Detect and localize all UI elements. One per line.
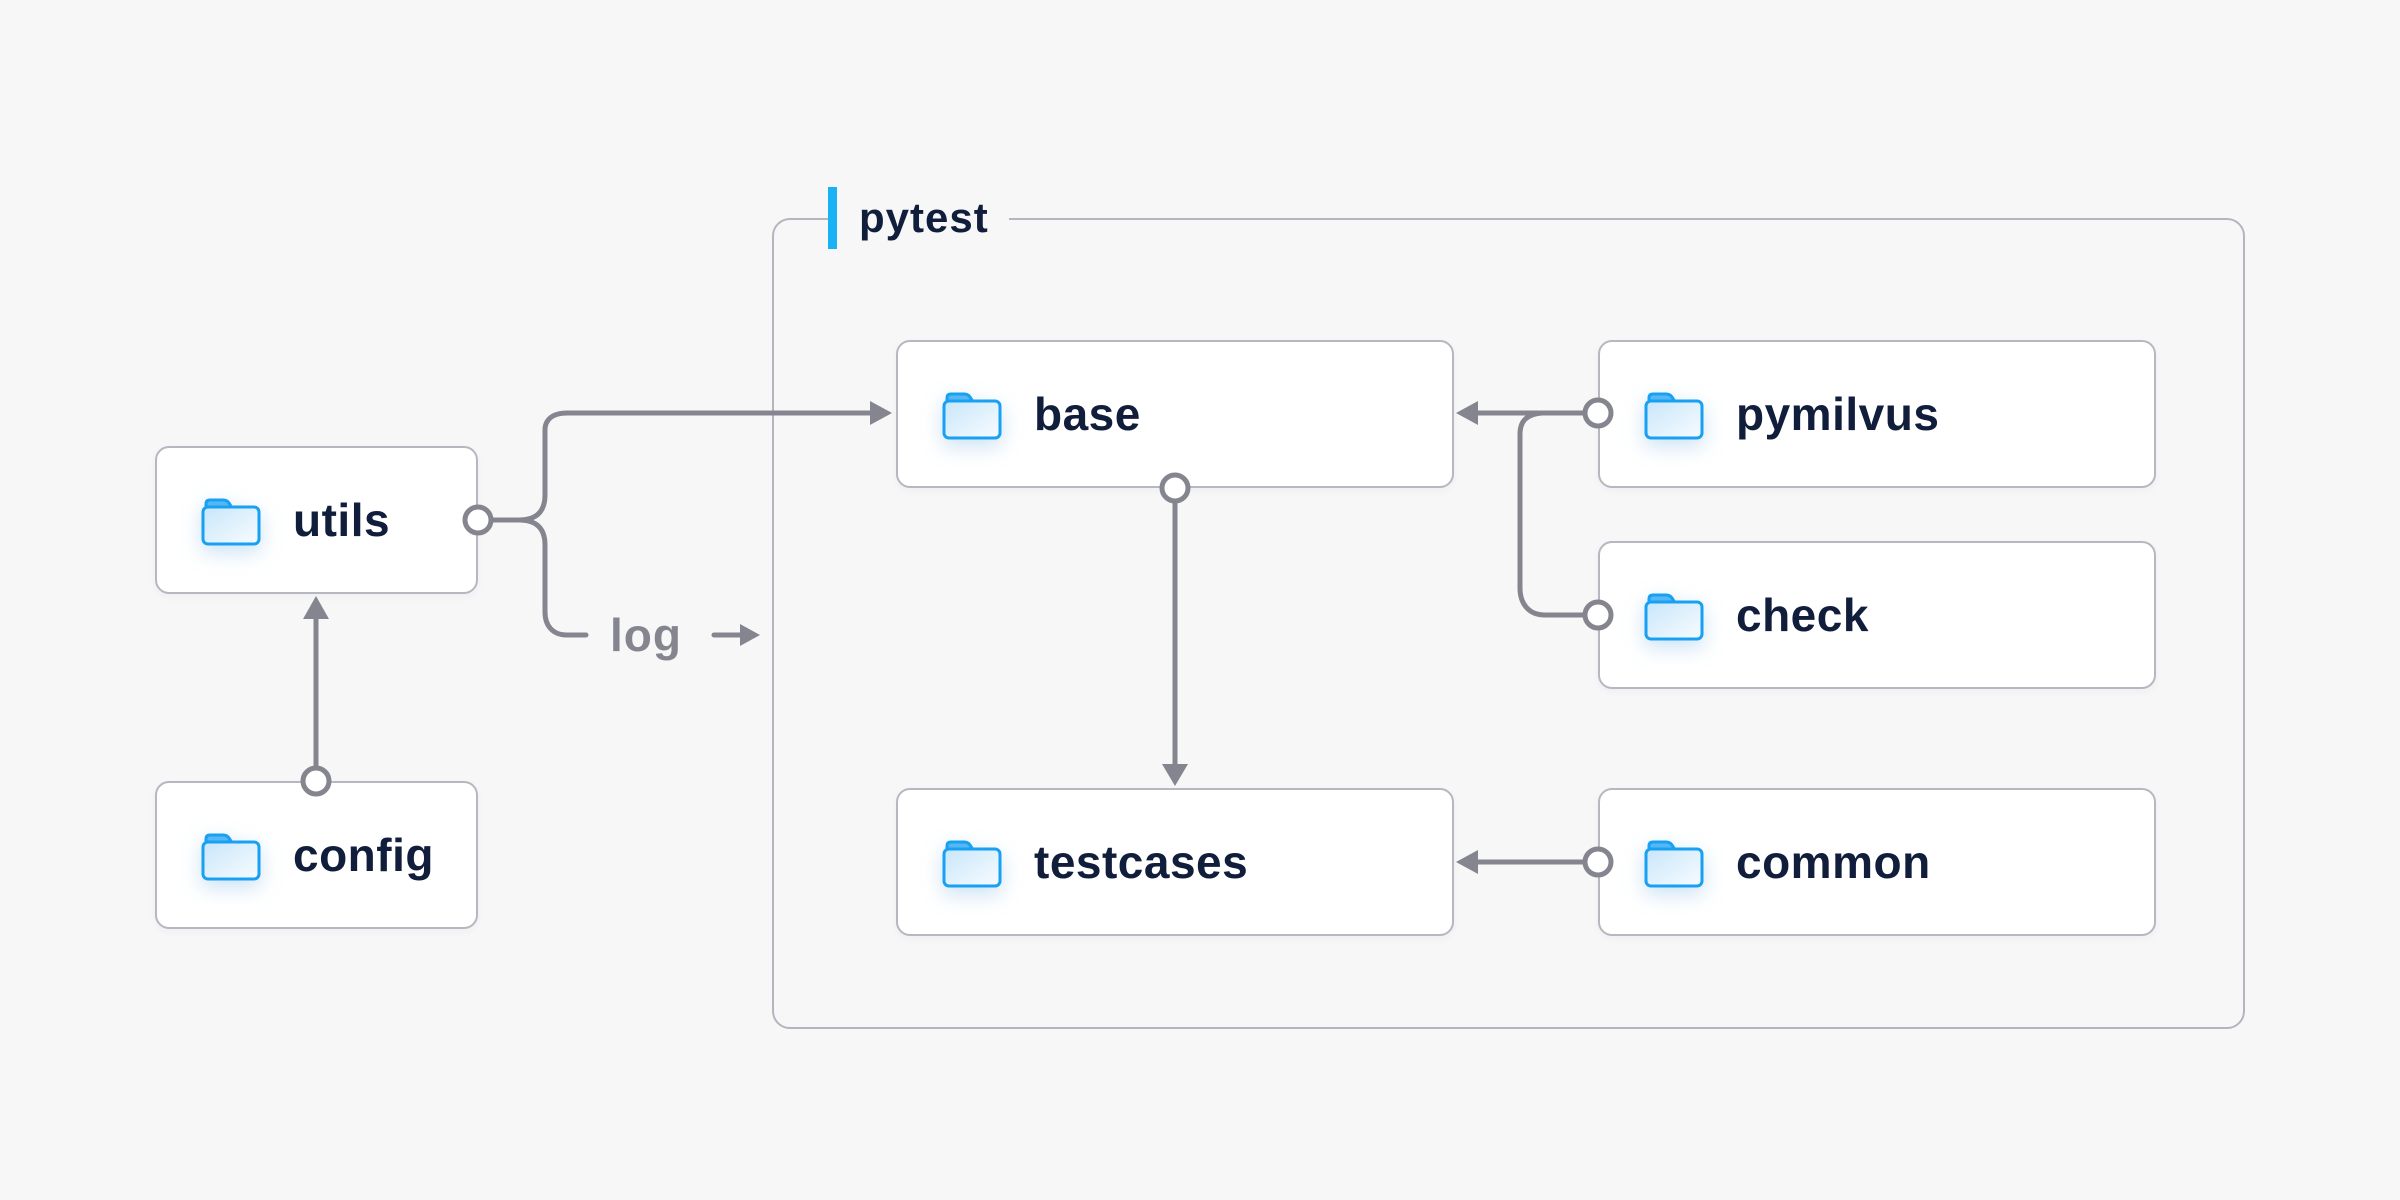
node-testcases: testcases <box>896 788 1454 936</box>
accent-bar <box>828 187 837 249</box>
node-label: check <box>1736 589 1869 641</box>
folder-icon <box>942 840 1002 888</box>
node-base: base <box>896 340 1454 488</box>
node-label: base <box>1034 388 1141 440</box>
node-label: pymilvus <box>1736 388 1940 440</box>
node-label: config <box>293 829 434 881</box>
arrowhead-log <box>740 624 760 646</box>
log-label: log <box>610 609 682 661</box>
folder-icon <box>201 833 261 881</box>
node-pymilvus: pymilvus <box>1598 340 2156 488</box>
node-label: utils <box>293 494 391 546</box>
pytest-group-label: pytest <box>828 187 1009 249</box>
folder-icon <box>1644 593 1704 641</box>
node-label: testcases <box>1034 836 1249 888</box>
folder-icon <box>201 498 261 546</box>
folder-icon <box>1644 840 1704 888</box>
node-config: config <box>155 781 478 929</box>
folder-icon <box>942 392 1002 440</box>
node-utils: utils <box>155 446 478 594</box>
node-common: common <box>1598 788 2156 936</box>
node-check: check <box>1598 541 2156 689</box>
arrowhead-into-utils <box>303 596 329 619</box>
folder-icon <box>1644 392 1704 440</box>
group-title: pytest <box>859 194 989 241</box>
node-label: common <box>1736 836 1931 888</box>
